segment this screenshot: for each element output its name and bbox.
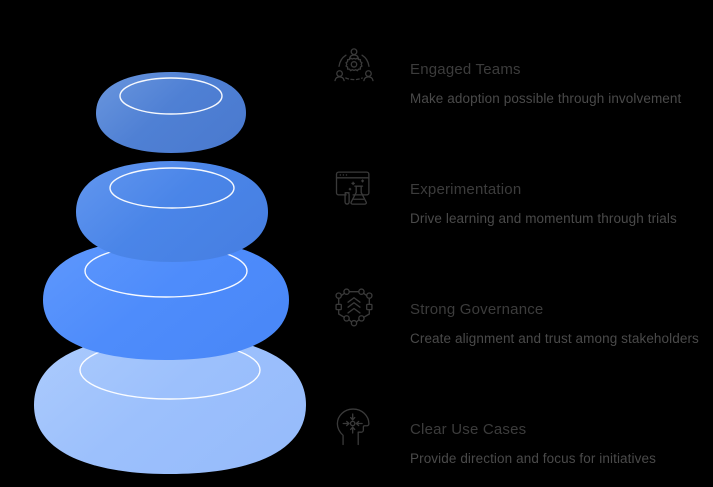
stone-layer-top (96, 72, 246, 153)
item-title: Experimentation (410, 181, 522, 198)
browser-flask-icon (326, 164, 382, 222)
item-text-block: Strong Governance Create alignment and t… (382, 284, 713, 348)
stacked-stones-diagram (0, 0, 320, 487)
people-gear-icon (326, 44, 382, 102)
list-item[interactable]: Strong Governance Create alignment and t… (326, 284, 713, 348)
item-title: Engaged Teams (410, 61, 521, 78)
list-item[interactable]: Clear Use Cases Provide direction and fo… (326, 404, 713, 468)
item-description: Drive learning and momentum through tria… (410, 211, 677, 226)
item-title: Strong Governance (410, 301, 544, 318)
item-text-block: Experimentation Drive learning and momen… (382, 164, 713, 228)
list-item[interactable]: Engaged Teams Make adoption possible thr… (326, 44, 713, 108)
item-title: Clear Use Cases (410, 421, 527, 438)
item-description: Make adoption possible through involveme… (410, 91, 682, 106)
item-description: Create alignment and trust among stakeho… (410, 331, 699, 346)
item-text-block: Clear Use Cases Provide direction and fo… (382, 404, 713, 468)
item-text-block: Engaged Teams Make adoption possible thr… (382, 44, 713, 108)
hexagon-network-icon (326, 284, 382, 342)
list-item[interactable]: Experimentation Drive learning and momen… (326, 164, 713, 228)
stone-layer-upper-mid (76, 161, 268, 262)
head-focus-arrows-icon (326, 404, 382, 462)
item-description: Provide direction and focus for initiati… (410, 451, 656, 466)
feature-list: Engaged Teams Make adoption possible thr… (326, 0, 713, 487)
